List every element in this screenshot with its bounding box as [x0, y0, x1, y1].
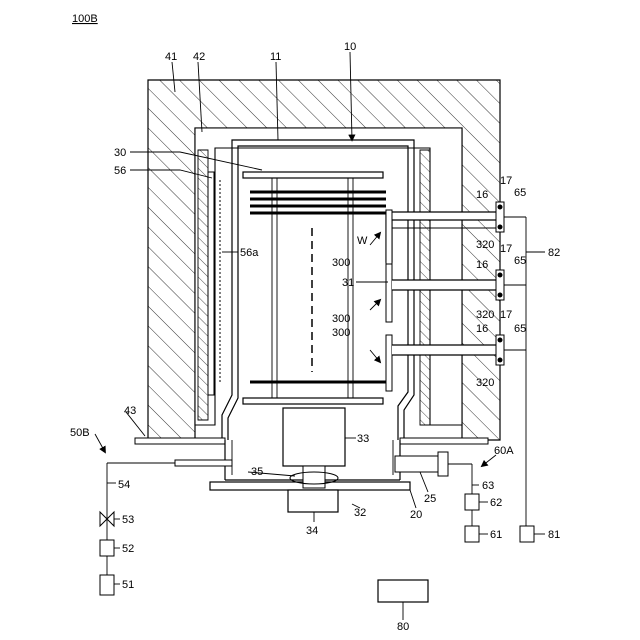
base-flange-left: [135, 438, 225, 444]
label-32: 32: [354, 507, 366, 519]
boat-bottom-plate: [243, 398, 383, 404]
label-10: 10: [344, 41, 356, 53]
label-54: 54: [118, 479, 130, 491]
gas-inlet: [175, 460, 232, 466]
label-63: 63: [482, 480, 494, 492]
box-81: [520, 526, 534, 542]
label-33: 33: [357, 433, 369, 445]
label-20: 20: [410, 509, 422, 521]
label-51: 51: [122, 579, 134, 591]
label-62: 62: [490, 497, 502, 509]
figure-label: 100B: [72, 13, 98, 25]
box-61: [465, 526, 479, 542]
insulator-33: [283, 408, 345, 466]
label-65-bot: 65: [514, 323, 526, 335]
label-65-top: 65: [514, 187, 526, 199]
box-51: [100, 575, 114, 595]
label-30: 30: [114, 147, 126, 159]
label-65-mid: 65: [514, 255, 526, 267]
label-17-mid: 17: [500, 243, 512, 255]
fitting-bot: [496, 335, 526, 365]
controller-80: [378, 580, 428, 602]
label-61: 61: [490, 529, 502, 541]
reaction-tube-inner: [228, 146, 408, 440]
label-82: 82: [548, 247, 560, 259]
label-80: 80: [397, 621, 409, 633]
label-16-bot: 16: [476, 323, 488, 335]
box-62: [465, 494, 479, 510]
label-50B: 50B: [70, 427, 90, 439]
boat-top-plate: [243, 172, 383, 178]
label-11: 11: [270, 51, 281, 63]
label-52: 52: [122, 543, 134, 555]
label-320-top: 320: [476, 239, 494, 251]
fitting-mid: [496, 270, 526, 300]
label-56a: 56a: [240, 247, 259, 259]
label-81: 81: [548, 529, 560, 541]
label-34: 34: [306, 525, 318, 537]
label-41: 41: [165, 51, 177, 63]
base-flange-right: [400, 438, 488, 444]
label-60A: 60A: [494, 445, 514, 457]
label-16-mid: 16: [476, 259, 488, 271]
label-53: 53: [122, 514, 134, 526]
label-W: W: [357, 235, 368, 247]
label-35: 35: [251, 466, 263, 478]
reaction-tube-outer: [222, 140, 414, 440]
liner-hatch-left: [198, 150, 208, 420]
gas-unit-leader: [95, 434, 105, 452]
label-17-top: 17: [500, 175, 512, 187]
label-42: 42: [193, 51, 205, 63]
label-16-top: 16: [476, 189, 488, 201]
label-300-top: 300: [332, 257, 350, 269]
motor-34: [288, 490, 338, 512]
label-320-mid: 320: [476, 309, 494, 321]
shaft: [303, 466, 325, 488]
label-300-bot: 300: [332, 327, 350, 339]
label-25: 25: [424, 493, 436, 505]
label-43: 43: [124, 405, 136, 417]
label-300-mid: 300: [332, 313, 350, 325]
label-320-bot: 320: [476, 377, 494, 389]
label-17-bot: 17: [500, 309, 512, 321]
label-56: 56: [114, 165, 126, 177]
label-31: 31: [342, 277, 354, 289]
exhaust-pipe: [395, 456, 440, 472]
box-52: [100, 540, 114, 556]
exhaust-flange: [438, 452, 448, 476]
